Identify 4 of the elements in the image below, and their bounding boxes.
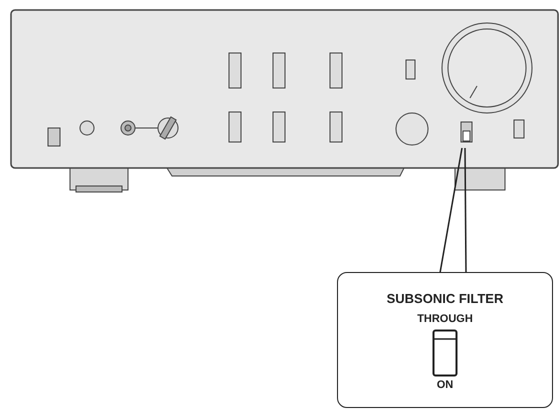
callout-panel	[337, 272, 553, 408]
switch-position-label: THROUGH	[416, 313, 474, 325]
switch-title: SUBSONIC FILTER	[386, 291, 504, 306]
switch-position-label: ON	[436, 379, 454, 391]
